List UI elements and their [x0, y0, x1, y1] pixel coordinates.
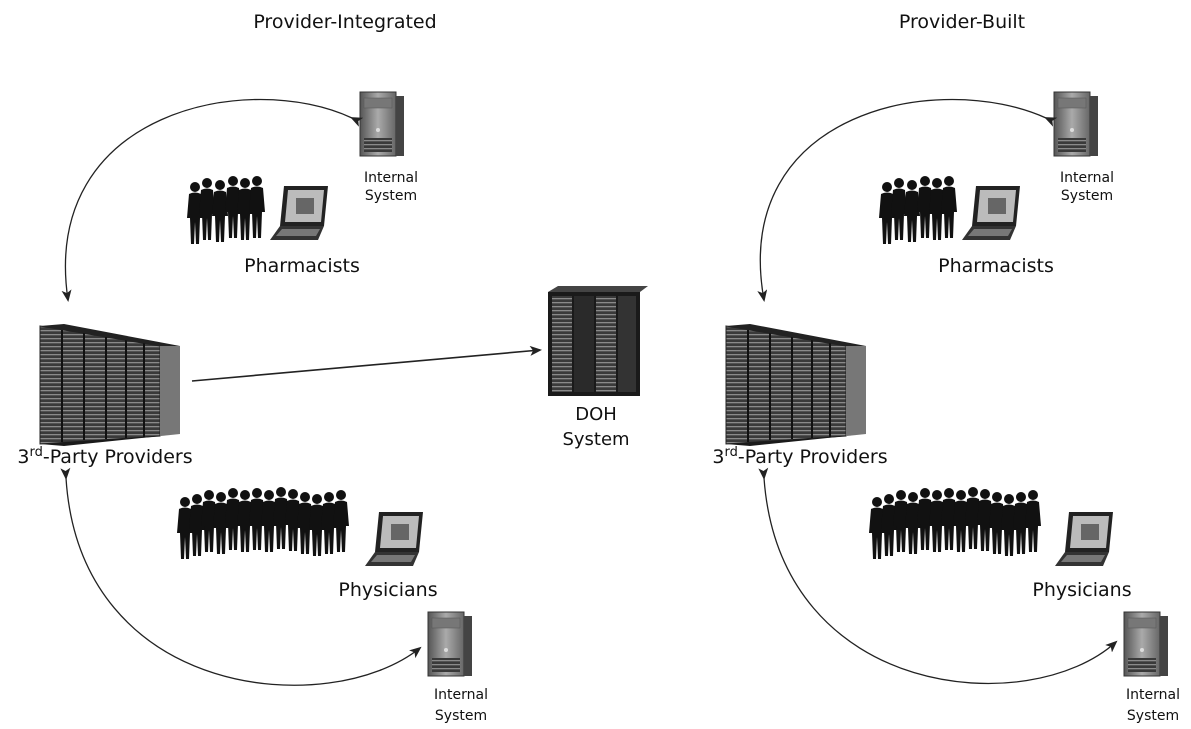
- right-panel: Provider-Built Internal System Pharmacis…: [712, 11, 1180, 724]
- right-physicians-group-icon: [869, 487, 1041, 559]
- right-bottom-internal-label-2: System: [1127, 708, 1179, 724]
- providers-to-doh-arrow: [191, 345, 542, 382]
- left-top-internal-label-2: System: [365, 188, 417, 204]
- right-top-connection-arrow: [757, 98, 1058, 302]
- left-panel: Provider-Integrated Internal System Phar…: [17, 11, 542, 724]
- left-bottom-internal-server-icon: [427, 611, 473, 677]
- left-pharmacists-label: Pharmacists: [244, 255, 360, 277]
- right-pharmacists-laptop-icon: [962, 186, 1020, 240]
- left-providers-label: 3rd-Party Providers: [17, 445, 192, 468]
- right-physicians-label: Physicians: [1032, 579, 1131, 601]
- left-bottom-internal-label-1: Internal: [434, 687, 488, 703]
- left-top-internal-server-icon: [359, 91, 405, 157]
- doh-label-1: DOH: [575, 404, 617, 425]
- right-bottom-internal-server-icon: [1123, 611, 1169, 677]
- left-top-internal-label-1: Internal: [364, 170, 418, 186]
- doh-label-2: System: [562, 429, 629, 450]
- left-physicians-laptop-icon: [365, 512, 423, 566]
- right-physicians-laptop-icon: [1055, 512, 1113, 566]
- left-pharmacists-group-icon: [187, 176, 265, 244]
- right-pharmacists-group-icon: [879, 176, 957, 244]
- left-pharmacists-laptop-icon: [270, 186, 328, 240]
- doh-server-icon: [548, 286, 648, 396]
- right-third-party-server-icon: [725, 323, 867, 447]
- right-bottom-internal-label-1: Internal: [1126, 687, 1180, 703]
- left-bottom-connection-arrow: [60, 467, 422, 686]
- right-top-internal-label-2: System: [1061, 188, 1113, 204]
- right-title: Provider-Built: [899, 11, 1025, 33]
- right-bottom-connection-arrow: [758, 467, 1118, 685]
- left-physicians-group-icon: [177, 487, 349, 559]
- left-third-party-server-icon: [39, 323, 181, 447]
- right-pharmacists-label: Pharmacists: [938, 255, 1054, 277]
- left-physicians-label: Physicians: [338, 579, 437, 601]
- doh-system: DOH System: [548, 286, 648, 450]
- right-providers-label: 3rd-Party Providers: [712, 445, 887, 468]
- left-title: Provider-Integrated: [253, 11, 436, 33]
- left-bottom-internal-label-2: System: [435, 708, 487, 724]
- right-top-internal-label-1: Internal: [1060, 170, 1114, 186]
- left-top-connection-arrow: [61, 98, 364, 302]
- right-top-internal-server-icon: [1053, 91, 1099, 157]
